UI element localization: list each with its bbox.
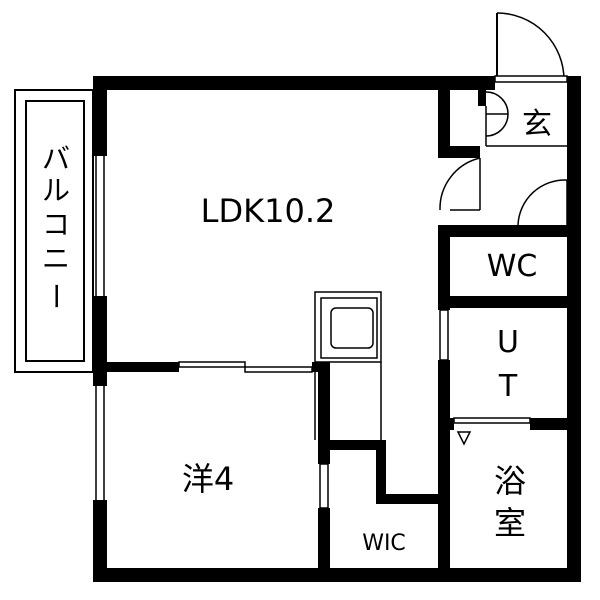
- room-label-bath-bottom: 室: [494, 504, 526, 542]
- sliding-door-western-room: [178, 361, 313, 373]
- balcony-char: ニ: [42, 242, 70, 275]
- balcony-char: バ: [42, 142, 70, 175]
- outer-wall: [93, 76, 581, 582]
- balcony-window: [95, 156, 105, 500]
- room-label-ldk: LDK10.2: [201, 192, 336, 230]
- room-label-western-room: 洋4: [182, 460, 234, 498]
- room-label-entrance: 玄: [522, 107, 552, 142]
- balcony: [14, 89, 94, 373]
- balcony-char: ー: [39, 282, 72, 310]
- entrance-fixtures: [439, 91, 568, 226]
- entrance-door: [494, 12, 568, 83]
- balcony-char: コ: [42, 208, 70, 241]
- balcony-char: ル: [42, 174, 70, 207]
- wic-door: [319, 463, 329, 509]
- room-label-ut-top: U: [497, 325, 519, 360]
- room-label-balcony: バ ル コ ニ ー: [39, 142, 72, 310]
- interior-walls: [107, 90, 567, 568]
- room-label-wic: WIC: [362, 531, 406, 556]
- kitchen-counter: [314, 291, 382, 440]
- bath-door-marker: [456, 431, 472, 446]
- room-label-bath-top: 浴: [494, 462, 526, 500]
- room-label-ut-bottom: T: [498, 369, 518, 404]
- ut-door: [439, 309, 531, 424]
- room-label-wc: WC: [487, 249, 538, 284]
